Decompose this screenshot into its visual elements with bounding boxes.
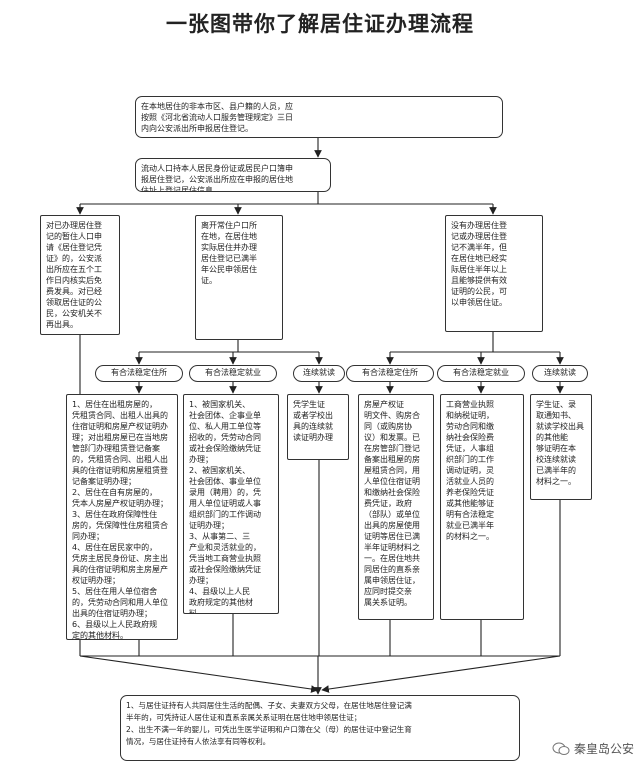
- half-year-resident-box: 离开常住户口所 在地，在居住地 实际居住并办理 居住登记已满半 年公民申领居住 …: [195, 215, 283, 340]
- study-proof-box: 学生证、录 取通知书、 就读学校出具 的其他能 够证明在本 校连续就读 已满半年…: [530, 394, 592, 500]
- pill-stable-residence-2: 有合法稳定住所: [346, 365, 434, 382]
- certificate-box: 对已办理居住登 记的暂住人口申 请《居住登记凭 证》的，公安派 出所应在五个工 …: [40, 215, 120, 335]
- pill-continuous-study-1: 连续就读: [293, 365, 345, 382]
- family-and-infant-box: 1、与居住证持有人共同居住生活的配偶、子女、夫妻双方父母，在居住地居住登记满 半…: [120, 695, 520, 761]
- pill-stable-employment-2: 有合法稳定就业: [437, 365, 525, 382]
- wechat-icon: [552, 742, 570, 755]
- study-materials-box: 凭学生证 或者学校出 具的连续就 读证明办理: [287, 394, 349, 460]
- employment-materials-box: 1、被国家机关、 社会团体、企事业单 位、私人用工单位等 招收的，凭劳动合同 或…: [183, 394, 279, 614]
- pill-stable-employment-1: 有合法稳定就业: [189, 365, 277, 382]
- page-title: 一张图带你了解居住证办理流程: [166, 12, 474, 36]
- pill-stable-residence-1: 有合法稳定住所: [95, 365, 183, 382]
- employment-proof-box: 工商营业执照 和纳税证明， 劳动合同和缴 纳社会保险费 凭证，人事组 织部门的工…: [440, 394, 524, 620]
- registration-box: 流动人口持本人居民身份证或居民户口簿申 报居住登记，公安派出所应在申报的居住地 …: [135, 158, 331, 192]
- pill-continuous-study-2: 连续就读: [532, 365, 588, 382]
- no-registration-box: 没有办理居住登 记或办理居住登 记不满半年，但 在居住地已经实 际居住半年以上 …: [445, 215, 543, 332]
- watermark: 秦皇岛公安: [552, 740, 634, 757]
- residence-proof-box: 房屋产权证 明文件、购房合 同（或购房协 议）和发票。已 在房管部门登记 备案出…: [358, 394, 434, 620]
- intro-box: 在本地居住的非本市区、县户籍的人员，应 按照《河北省流动人口服务管理规定》三日 …: [135, 96, 503, 138]
- residence-materials-box: 1、居住在出租房屋的， 凭租赁合同、出租人出具的 住宿证明和房屋产权证明办 理；…: [66, 394, 178, 640]
- watermark-text: 秦皇岛公安: [573, 742, 634, 756]
